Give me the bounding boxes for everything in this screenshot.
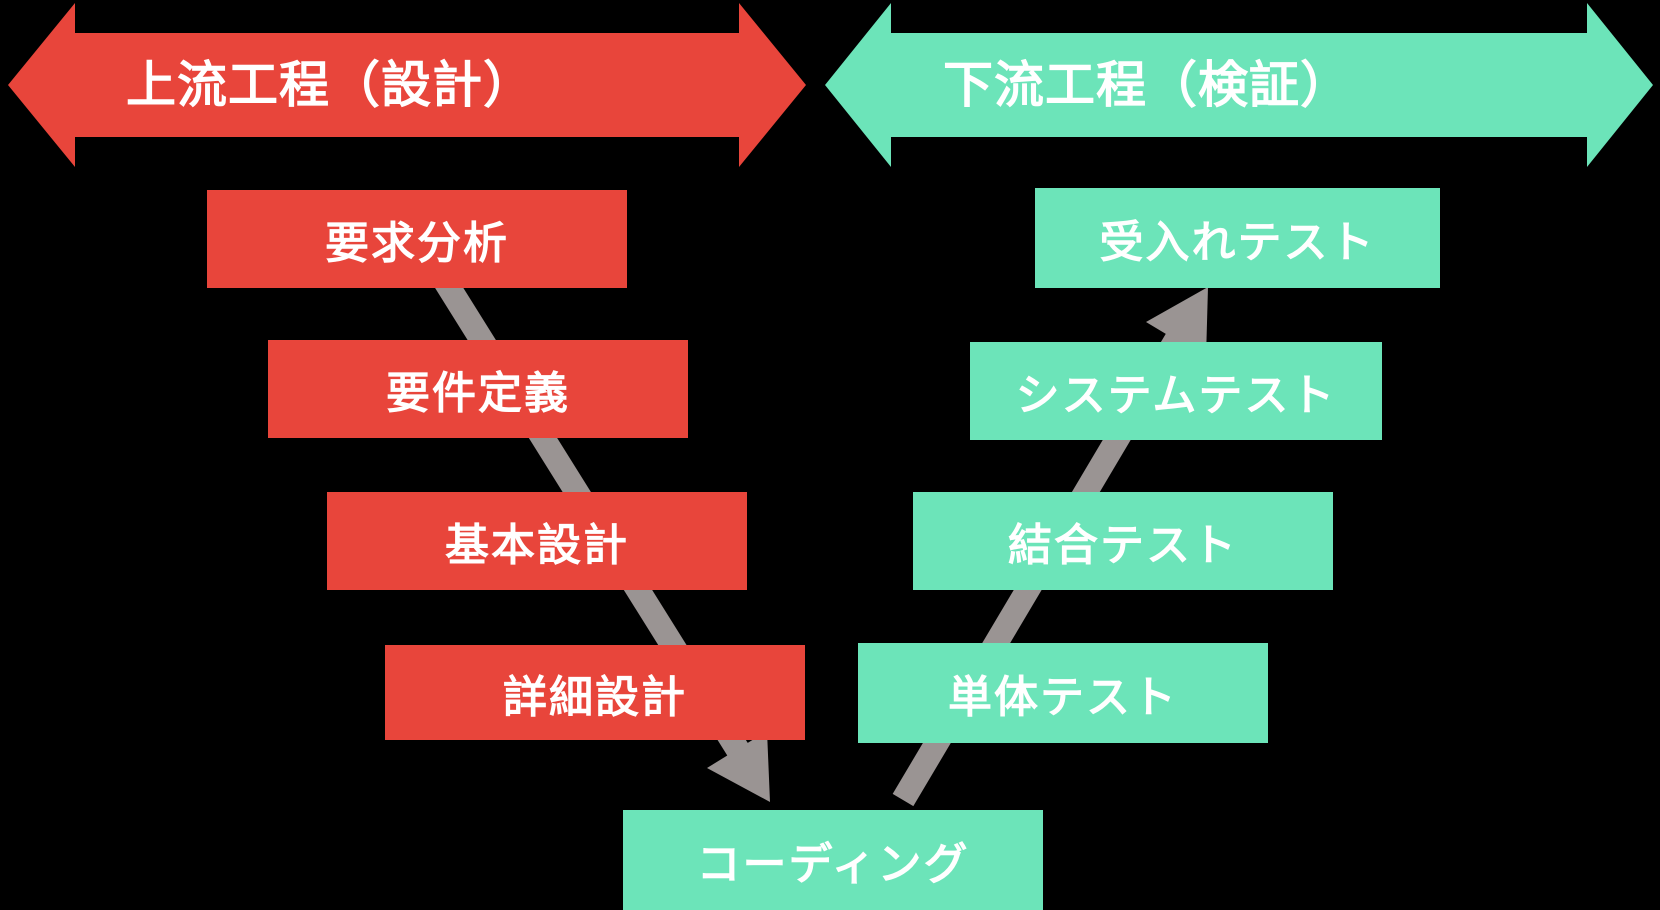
downstream-double-arrow-icon <box>825 3 1653 167</box>
box-system-test: システムテスト <box>970 342 1382 440</box>
box-integration-test: 結合テスト <box>913 492 1333 590</box>
box-unit-test: 単体テスト <box>858 643 1268 743</box>
upstream-double-arrow-icon <box>8 3 806 167</box>
box-requirements-definition: 要件定義 <box>268 340 688 438</box>
upstream-arrow-label: 上流工程（設計） <box>126 57 534 113</box>
connector-arrowhead-up-icon <box>1146 287 1208 358</box>
downstream-arrow-label: 下流工程（検証） <box>943 57 1351 113</box>
connector-arrowhead-down-icon <box>707 731 770 802</box>
box-detailed-design: 詳細設計 <box>385 645 805 740</box>
box-coding: コーディング <box>623 810 1043 910</box>
box-basic-design: 基本設計 <box>327 492 747 590</box>
box-acceptance-test: 受入れテスト <box>1035 188 1440 288</box>
box-requirements-analysis: 要求分析 <box>207 190 627 288</box>
